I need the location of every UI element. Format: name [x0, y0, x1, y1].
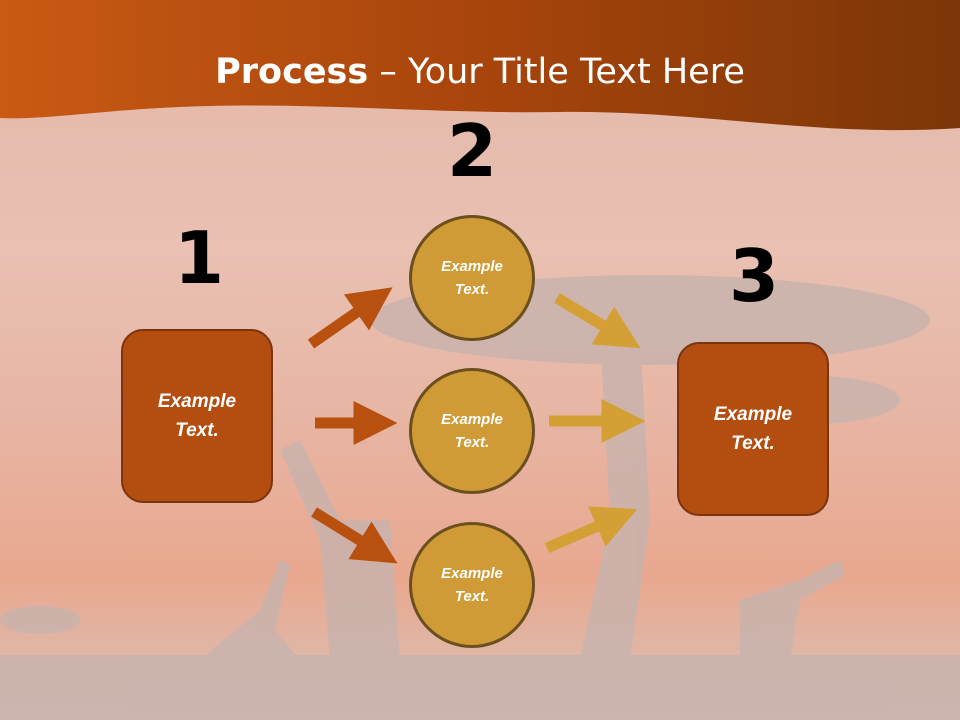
- arrow-2a-to-3: [554, 293, 641, 349]
- box-text-line: Text.: [731, 433, 775, 454]
- arrow-1-to-2c: [311, 507, 398, 564]
- arrow-2c-to-3: [544, 506, 638, 554]
- circle-text-line: Example: [441, 258, 503, 275]
- savanna-silhouette: [0, 275, 960, 720]
- circle-text-line: Text.: [454, 434, 490, 451]
- title-rest: – Your Title Text Here: [368, 52, 745, 92]
- step-number-1: 1: [173, 216, 225, 300]
- box-text-line: Example: [157, 391, 237, 412]
- box-text-line: Example: [713, 404, 793, 425]
- circle-text-line: Example: [441, 411, 503, 428]
- slide-title: Process – Your Title Text Here: [0, 52, 960, 92]
- step-number-3: 3: [728, 234, 780, 318]
- title-bold: Process: [215, 52, 369, 92]
- arrow-1-to-2a: [307, 287, 393, 349]
- circle-text-line: Example: [441, 565, 503, 582]
- circle-text-line: Text.: [454, 281, 490, 298]
- step-number-2: 2: [446, 109, 498, 193]
- header-band: [0, 0, 960, 131]
- circle-text-line: Text.: [454, 588, 490, 605]
- box-text-line: Text.: [175, 420, 219, 441]
